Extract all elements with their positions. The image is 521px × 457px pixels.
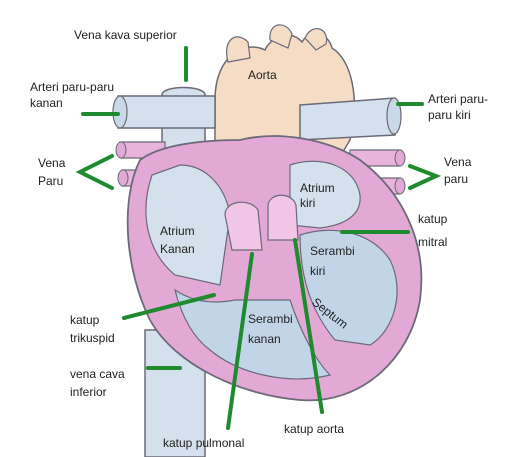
label-katup-mitral-line1: katup: [418, 212, 447, 227]
arteri-paru-kiri-vessel: [300, 98, 395, 140]
label-aorta: Aorta: [248, 68, 277, 83]
leader-vena-paru-kiri: [410, 166, 436, 188]
label-vena-paru-kiri-line2: paru: [444, 172, 468, 187]
label-atrium-kanan-line2: Kanan: [160, 242, 195, 257]
label-vena-cava-inferior-line1: vena cava: [70, 367, 125, 382]
label-arteri-kanan-line2: kanan: [30, 96, 63, 111]
leader-vena-paru-kanan: [80, 156, 112, 188]
label-katup-trikuspid-line2: trikuspid: [70, 331, 115, 346]
label-serambi-kiri-line2: kiri: [310, 264, 325, 279]
aorta-branch-1: [227, 37, 250, 62]
label-vena-cava-inferior-line2: inferior: [70, 385, 107, 400]
label-serambi-kiri-line1: Serambi: [310, 244, 355, 259]
label-katup-pulmonal: katup pulmonal: [163, 436, 244, 451]
label-arteri-kanan-line1: Arteri paru-paru: [30, 80, 114, 95]
label-serambi-kanan-line1: Serambi: [248, 312, 293, 327]
label-vena-kava-superior: Vena kava superior: [74, 28, 177, 43]
label-arteri-kiri-line1: Arteri paru-: [428, 92, 488, 107]
vena-paru-kiri-opening-2: [395, 178, 405, 194]
label-katup-trikuspid-line1: katup: [70, 313, 99, 328]
vena-paru-kanan-opening-2: [118, 170, 128, 186]
pulmonal-trunk: [225, 202, 262, 250]
label-vena-paru-kanan-line1: Vena: [38, 156, 65, 171]
label-vena-paru-kanan-line2: Paru: [38, 174, 63, 189]
label-atrium-kiri-line1: Atrium: [300, 181, 335, 196]
label-serambi-kanan-line2: kanan: [248, 332, 281, 347]
label-atrium-kiri-line2: kiri: [300, 196, 315, 211]
label-atrium-kanan-line1: Atrium: [160, 224, 195, 239]
arteri-paru-kanan-vessel: [118, 96, 215, 128]
label-katup-mitral-line2: mitral: [418, 235, 447, 250]
label-katup-aorta: katup aorta: [284, 422, 344, 437]
label-vena-paru-kiri-line1: Vena: [444, 155, 471, 170]
aorta-valve-area: [268, 195, 298, 240]
vena-paru-kiri-opening-1: [395, 150, 405, 166]
label-arteri-kiri-line2: paru kiri: [428, 108, 471, 123]
vena-paru-kanan-opening-1: [116, 142, 126, 158]
